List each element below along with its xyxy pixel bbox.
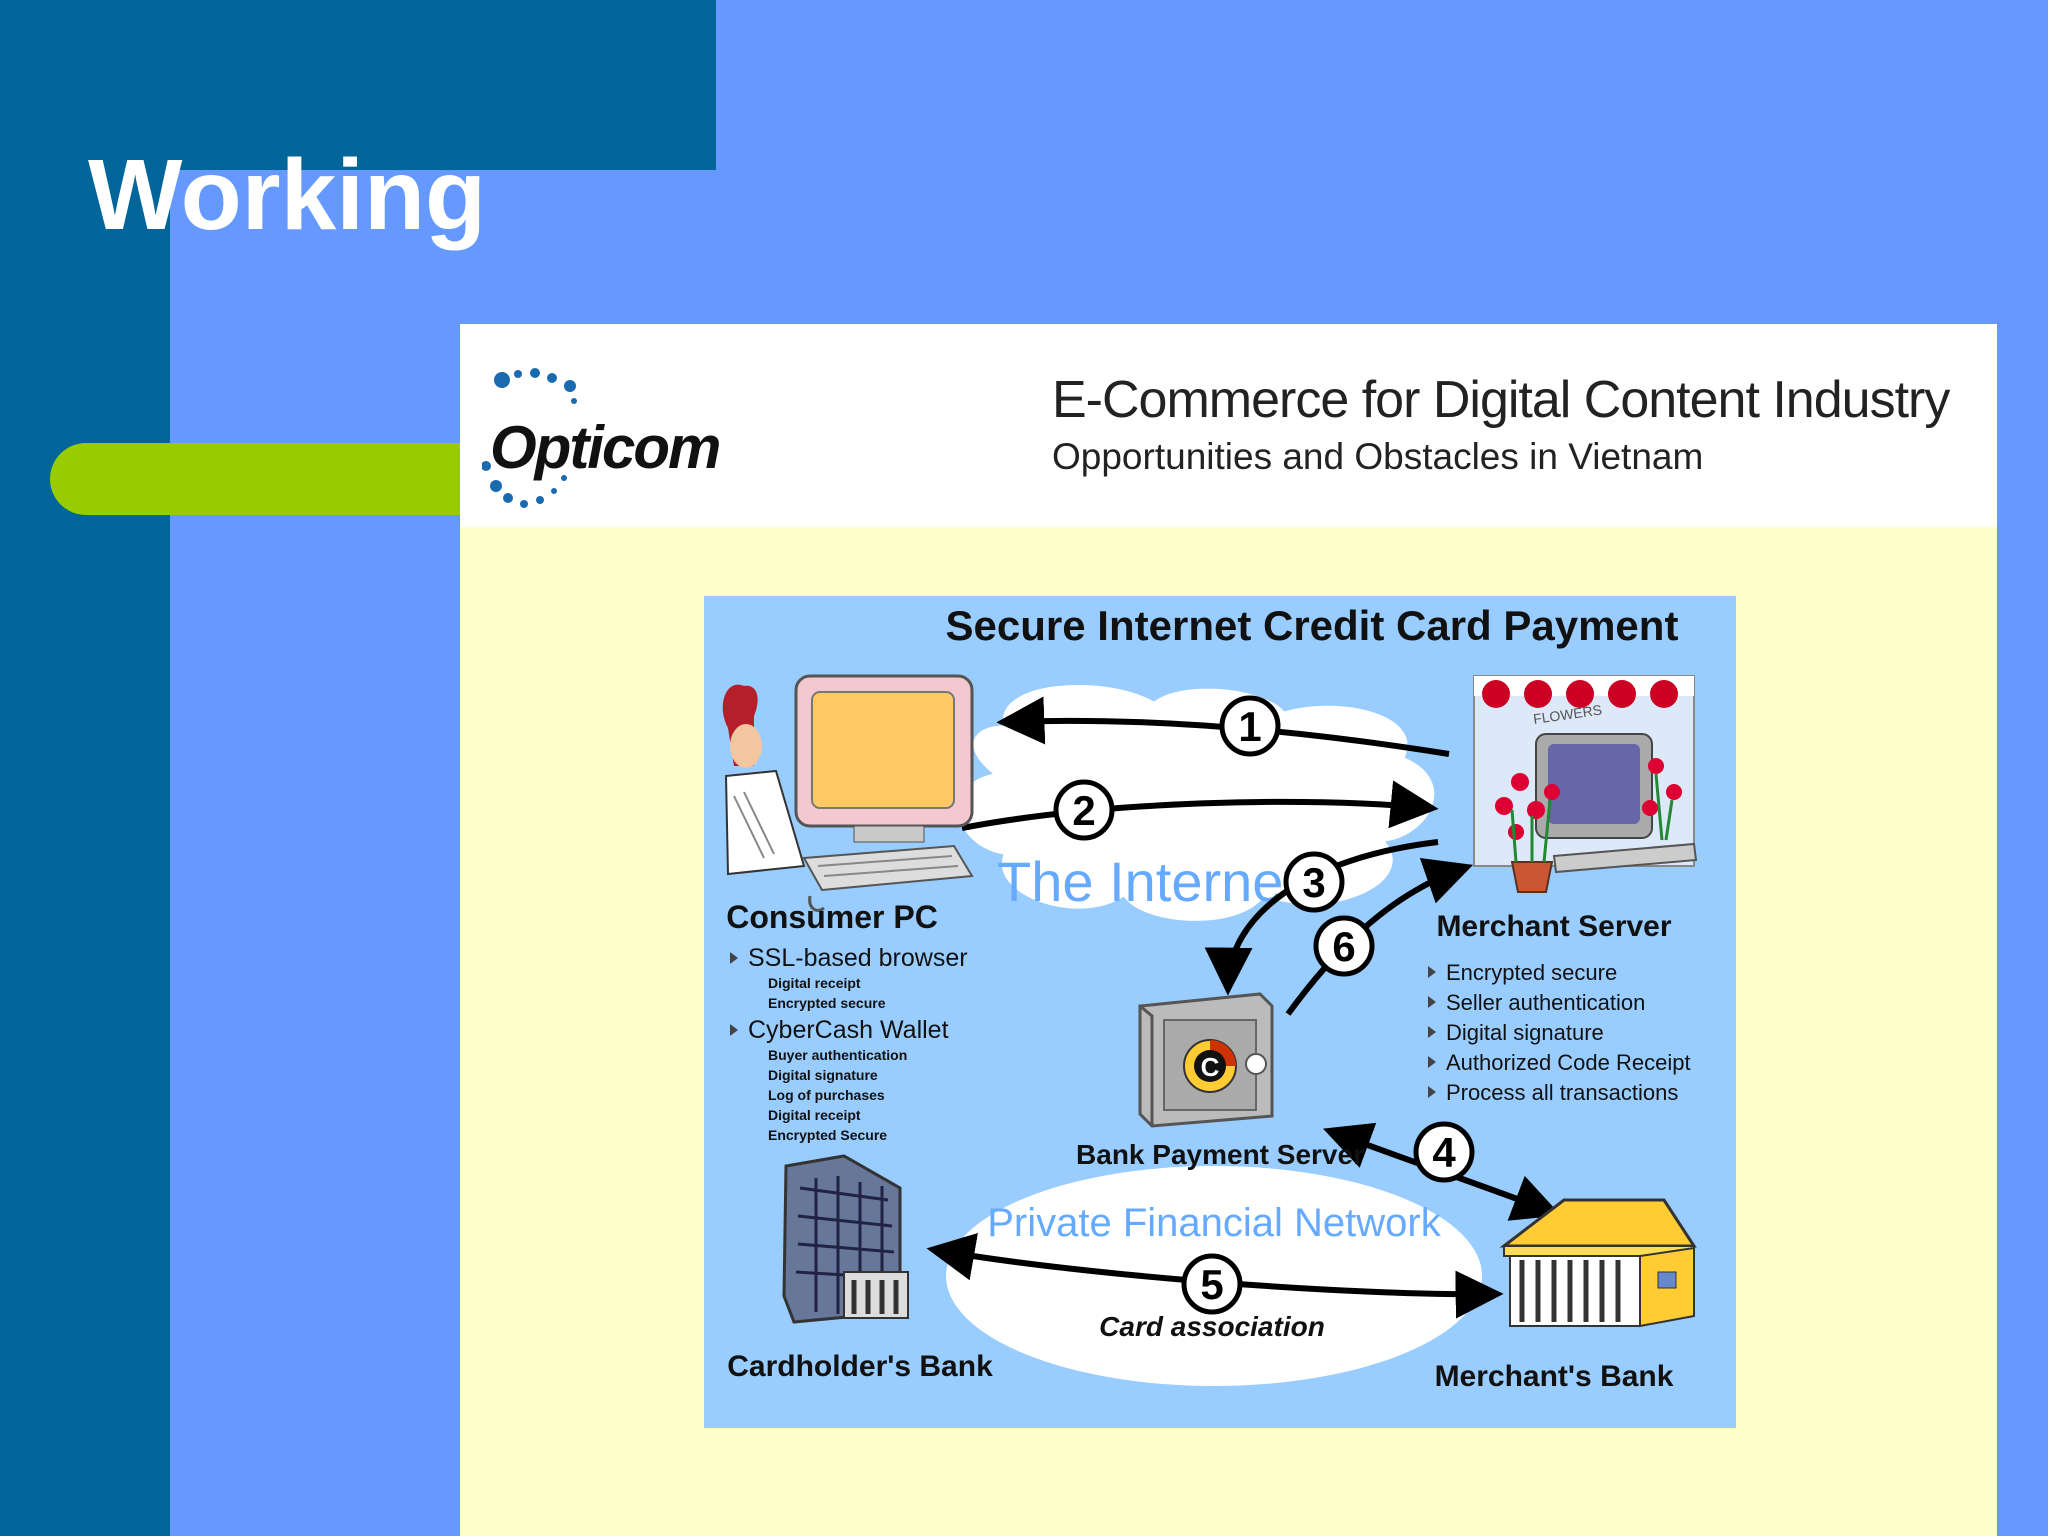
logo-text: Opticom (490, 414, 721, 481)
svg-text:5: 5 (1200, 1261, 1223, 1308)
consumer-pc-illustration (722, 674, 974, 912)
step-circle-2: 2 (1053, 779, 1115, 841)
logo-dots-icon (481, 368, 577, 508)
bullet-icon (1428, 1056, 1436, 1068)
background-dark-header (0, 0, 716, 170)
image-header: Opticom E-Commerce for Digital Content I… (460, 324, 1997, 527)
bullet-icon (1428, 966, 1436, 978)
merchant-server-illustration: FLOWERS (1473, 675, 1698, 893)
consumer-feature-list: SSL-based browser Digital receipt Encryp… (730, 944, 968, 1143)
consumer-subitem: Encrypted secure (768, 995, 886, 1011)
image-title: E-Commerce for Digital Content Industry (1052, 371, 1950, 429)
arrow-step-2 (961, 780, 1439, 831)
bullet-icon (1428, 1026, 1436, 1038)
step-circle-6: 6 (1313, 915, 1375, 977)
svg-text:6: 6 (1332, 923, 1355, 970)
merchants-bank-title: Merchant's Bank (1435, 1360, 1674, 1393)
svg-text:1: 1 (1238, 703, 1261, 750)
svg-text:4: 4 (1432, 1129, 1456, 1176)
arrow-step-3 (1204, 839, 1439, 996)
consumer-subitem: Digital signature (768, 1067, 878, 1083)
merchant-item: Encrypted secure (1446, 960, 1617, 985)
bullet-icon (1428, 1086, 1436, 1098)
merchant-item: Process all transactions (1446, 1080, 1678, 1105)
merchant-feature-list: Encrypted secure Seller authentication D… (1428, 960, 1691, 1105)
background-dark-sidebar (0, 0, 170, 1536)
private-network-label: Private Financial Network (987, 1201, 1441, 1245)
consumer-subitem: Digital receipt (768, 1107, 861, 1123)
merchant-item: Digital signature (1446, 1020, 1604, 1045)
svg-text:2: 2 (1072, 787, 1095, 834)
internet-label: The Internet (997, 850, 1299, 913)
consumer-item-cybercash-wallet: CyberCash Wallet (748, 1016, 949, 1044)
payment-diagram: Secure Internet Credit Card Payment The … (704, 596, 1736, 1428)
consumer-subitem: Encrypted Secure (768, 1127, 887, 1143)
step-circle-5: 5 (1181, 1253, 1243, 1315)
merchant-item: Seller authentication (1446, 990, 1645, 1015)
bank-payment-server-title: Bank Payment Server (1076, 1139, 1364, 1170)
cardholders-bank-building-icon (782, 1154, 909, 1324)
cardholders-bank-title: Cardholder's Bank (727, 1350, 993, 1383)
consumer-subitem: Digital receipt (768, 975, 861, 991)
step-circle-1: 1 (1219, 695, 1281, 757)
slide-title: Working (88, 139, 487, 251)
consumer-subitem: Log of purchases (768, 1087, 885, 1103)
bullet-icon (730, 952, 738, 964)
diagram-title: Secure Internet Credit Card Payment (946, 602, 1679, 649)
bank-logo-letter: C (1201, 1052, 1220, 1082)
step-circle-3: 3 (1283, 851, 1345, 913)
consumer-pc-title: Consumer PC (726, 899, 938, 935)
merchant-item: Authorized Code Receipt (1446, 1050, 1691, 1075)
merchants-bank-building-icon (1499, 1198, 1697, 1328)
svg-text:3: 3 (1302, 859, 1325, 906)
opticom-logo: Opticom (481, 346, 742, 516)
step-circle-4: 4 (1413, 1121, 1475, 1183)
consumer-item-ssl-browser: SSL-based browser (748, 944, 968, 972)
bullet-icon (730, 1024, 738, 1036)
merchant-server-title: Merchant Server (1436, 910, 1671, 943)
bank-payment-server-safe-icon: C (1138, 992, 1274, 1128)
bullet-icon (1428, 996, 1436, 1008)
image-subtitle: Opportunities and Obstacles in Vietnam (1052, 436, 1704, 477)
card-association-label: Card association (1099, 1311, 1325, 1342)
consumer-subitem: Buyer authentication (768, 1047, 907, 1063)
